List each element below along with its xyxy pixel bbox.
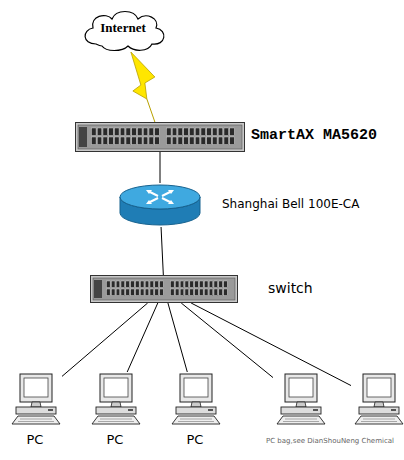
pc-computer: [273, 372, 327, 427]
router: Shanghai Bell 100E-CA: [118, 183, 202, 227]
node-label: PC: [168, 432, 222, 447]
network-switch: switch: [90, 275, 238, 303]
network-cable: [161, 227, 163, 275]
wireless-link: [131, 52, 155, 99]
network-cable: [181, 303, 273, 378]
device-shape: [75, 122, 245, 152]
wireless-link: [147, 99, 155, 122]
network-cable: [127, 303, 158, 372]
access-device: SmartAX MA5620: [75, 122, 245, 152]
pc-computer: PC: [88, 372, 142, 427]
node-label: switch: [268, 280, 313, 296]
router-shape: [118, 183, 202, 227]
node-label: SmartAX MA5620: [251, 127, 377, 144]
pc-shape: [8, 372, 62, 427]
watermark-text: PC bag,see DianShouNeng Chemical: [266, 437, 394, 445]
device-shape: [90, 275, 238, 303]
node-label: PC: [8, 432, 62, 447]
internet-cloud: Internet: [78, 6, 168, 52]
pc-computer: PC: [168, 372, 222, 427]
pc-computer: [351, 372, 404, 427]
pc-computer: PC: [8, 372, 62, 427]
pc-shape: [88, 372, 142, 427]
network-cable: [168, 303, 187, 372]
network-cable: [160, 152, 161, 183]
node-label: Shanghai Bell 100E-CA: [222, 197, 359, 211]
pc-shape: [273, 372, 327, 427]
pc-shape: [168, 372, 222, 427]
node-label: Internet: [78, 20, 168, 36]
network-cable: [191, 303, 351, 386]
node-label: PC: [88, 432, 142, 447]
pc-shape: [351, 372, 404, 427]
network-cable: [62, 303, 148, 376]
